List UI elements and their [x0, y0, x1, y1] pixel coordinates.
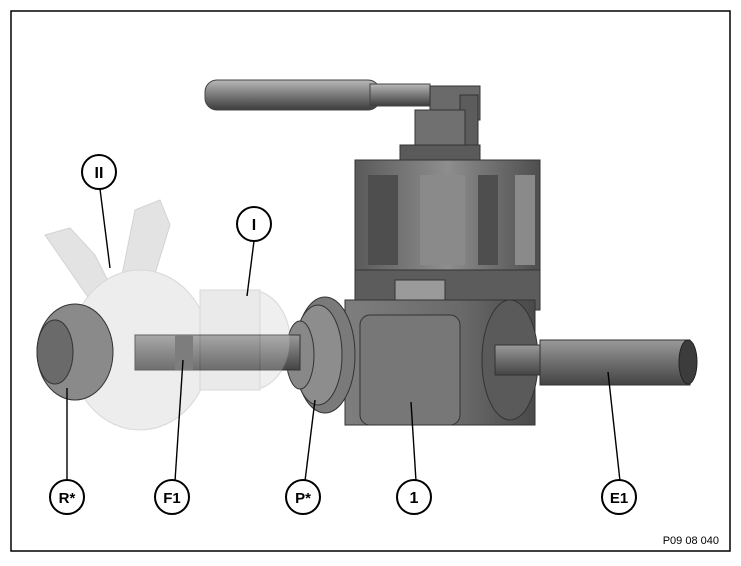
callout-I: I: [236, 206, 272, 242]
svg-text:F1: F1: [163, 490, 181, 507]
svg-text:R*: R*: [59, 490, 76, 507]
svg-text:E1: E1: [610, 490, 628, 507]
receiver-r: [36, 303, 114, 401]
leader-lines: [66, 188, 621, 482]
figure-reference: P09 08 040: [662, 535, 719, 547]
hydraulic-press-body: [344, 159, 541, 426]
callout-II: II: [81, 154, 117, 190]
callout-1: 1: [396, 479, 432, 515]
svg-text:I: I: [252, 217, 256, 234]
svg-text:II: II: [95, 165, 104, 182]
callout-P: P*: [285, 479, 321, 515]
svg-text:1: 1: [410, 490, 419, 507]
callout-R: R*: [49, 479, 85, 515]
callout-F1: F1: [154, 479, 190, 515]
spindle-f1: [134, 334, 301, 371]
svg-text:P*: P*: [295, 490, 311, 507]
wheel-hub-ghost: [44, 199, 291, 431]
spindle-e1: [494, 339, 698, 386]
callout-E1: E1: [601, 479, 637, 515]
